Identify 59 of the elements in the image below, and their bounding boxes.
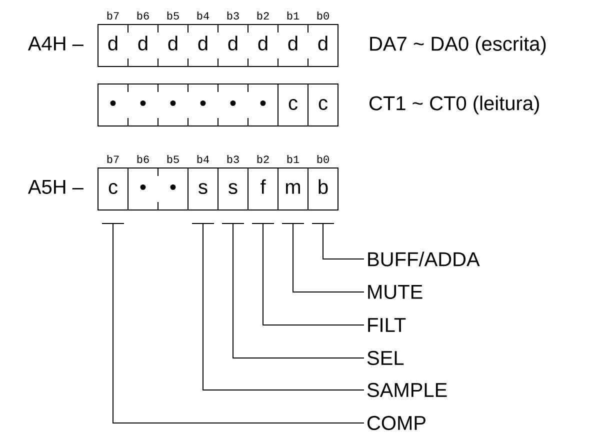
bit-cell: • <box>200 100 206 106</box>
register-box <box>98 24 338 67</box>
bit-number: b1 <box>287 12 300 20</box>
bit-cell: d <box>168 36 178 50</box>
bit-number: b5 <box>167 12 179 20</box>
register-box <box>98 168 338 210</box>
bit-number: b6 <box>137 155 149 164</box>
bit-cell: • <box>140 184 146 190</box>
leader-line <box>282 223 364 292</box>
register-box <box>98 84 338 126</box>
bit-number: b0 <box>317 12 329 20</box>
bit-cell: c <box>108 183 118 194</box>
leader-line <box>312 223 364 260</box>
bit-cell: b <box>318 179 328 194</box>
bit-number: b3 <box>227 155 239 164</box>
leader-line <box>222 223 364 358</box>
bit-cell: s <box>228 183 238 194</box>
bit-number: b2 <box>257 12 269 20</box>
field-label: SAMPLE <box>367 382 447 398</box>
bit-cell: d <box>288 36 298 50</box>
bit-cell: d <box>228 36 238 50</box>
bit-cell: • <box>230 100 236 106</box>
bit-number: b0 <box>317 155 329 164</box>
bit-cell: • <box>170 184 176 190</box>
bit-number: b5 <box>167 155 179 164</box>
bit-cell: c <box>318 99 328 110</box>
field-label: SEL <box>367 350 404 366</box>
register-address: A5H – <box>28 180 84 194</box>
leader-line <box>192 223 364 390</box>
bit-number: b1 <box>287 155 300 164</box>
bit-cell: d <box>318 36 328 50</box>
bit-cell: d <box>108 36 118 50</box>
bit-number: b7 <box>107 12 119 20</box>
bit-number: b7 <box>107 155 119 164</box>
field-label: MUTE <box>368 285 422 299</box>
bit-cell: • <box>260 100 266 106</box>
bit-number: b4 <box>197 155 210 164</box>
bit-cell: d <box>138 36 148 50</box>
leader-line <box>102 223 364 424</box>
bit-cell: d <box>258 36 268 50</box>
register-address: A4H – <box>28 36 84 50</box>
bit-number: b4 <box>197 12 210 20</box>
bit-number: b6 <box>137 12 149 20</box>
bit-cell: s <box>198 183 208 194</box>
register-description: DA7 ~ DA0 (escrita) <box>370 36 546 55</box>
field-label: BUFF/ADDA <box>368 252 480 266</box>
register-description: CT1 ~ CT0 (leitura) <box>370 96 539 114</box>
bit-number: b2 <box>257 155 269 164</box>
bit-cell: m <box>286 183 300 194</box>
bit-cell: d <box>198 36 208 50</box>
leader-line <box>252 223 364 326</box>
bit-cell: f <box>260 179 266 194</box>
bit-number: b3 <box>227 12 239 20</box>
bit-cell: • <box>170 100 176 106</box>
field-label: COMP <box>368 416 426 430</box>
field-label: FILT <box>368 318 406 332</box>
bit-cell: c <box>288 99 298 110</box>
bit-cell: • <box>110 100 116 106</box>
bit-cell: • <box>140 100 146 106</box>
